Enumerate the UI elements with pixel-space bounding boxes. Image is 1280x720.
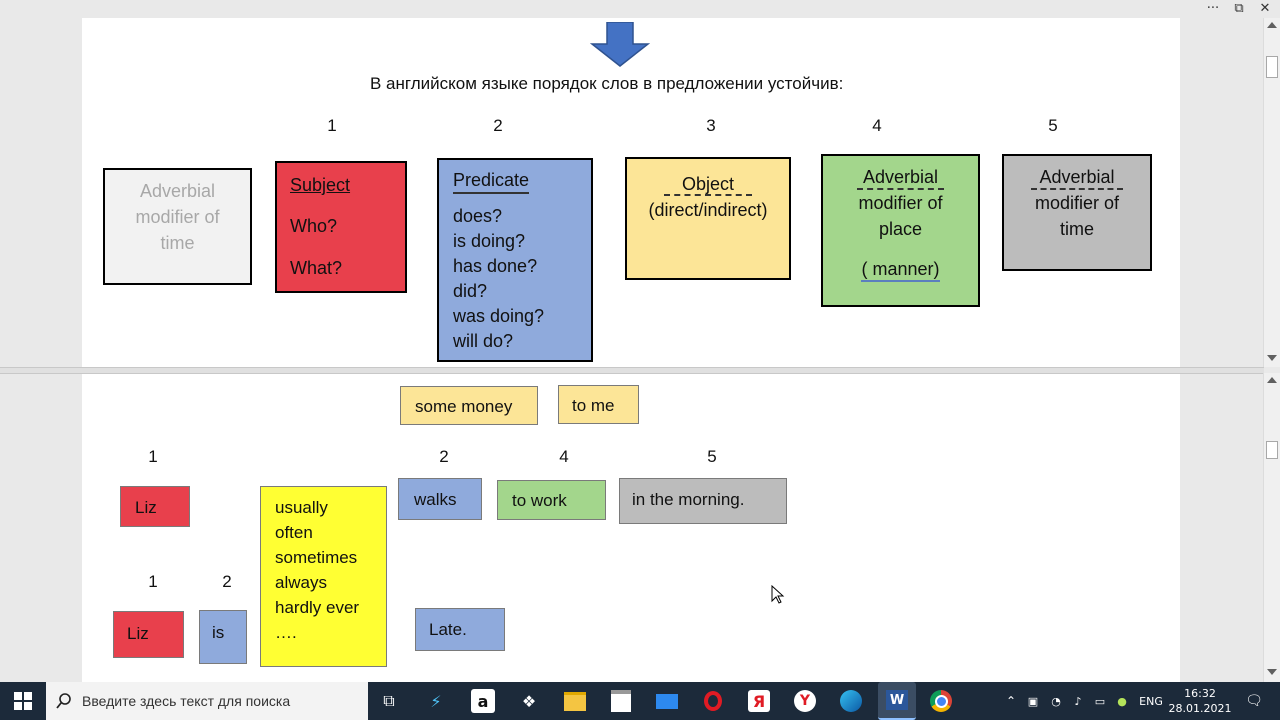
dropbox-icon[interactable]: ❖ — [521, 691, 537, 711]
scroll-up-icon[interactable] — [1267, 22, 1277, 28]
box-line: time — [1059, 219, 1094, 239]
clock[interactable]: 16:32 28.01.2021 — [1168, 682, 1232, 720]
task-view-icon[interactable]: ⧉ — [383, 691, 395, 710]
column-number: 2 — [493, 116, 503, 135]
box-line: time — [160, 233, 195, 253]
yandex-browser-icon[interactable]: Y — [790, 686, 820, 716]
mouse-cursor-icon — [771, 585, 785, 604]
clock-time: 16:32 — [1184, 687, 1216, 700]
language-indicator[interactable]: ENG — [1139, 694, 1163, 708]
box-line: is doing? — [453, 231, 526, 251]
taskbar: Введите здесь текст для поиска ⧉ ⚡ a ❖ Я… — [0, 682, 1280, 720]
box-line: has done? — [453, 256, 538, 276]
late-tag[interactable]: Late. — [415, 608, 505, 651]
position-number: 5 — [707, 447, 717, 466]
frequency-item: always — [275, 573, 327, 592]
store-icon[interactable] — [606, 686, 636, 716]
vertical-scrollbar-bottom[interactable] — [1263, 373, 1280, 682]
box-line: Who? — [290, 216, 338, 236]
walks-tag[interactable]: walks — [398, 478, 482, 520]
split-pane-divider[interactable] — [0, 367, 1264, 374]
some-money-tag[interactable]: some money — [400, 386, 538, 425]
battery-icon[interactable]: ▭ — [1094, 694, 1106, 708]
scroll-thumb[interactable] — [1266, 56, 1278, 78]
adverbial-time-title: Adverbial — [1031, 166, 1123, 190]
mail-icon[interactable] — [652, 686, 682, 716]
tray-app-icon[interactable]: ▣ — [1027, 694, 1039, 708]
column-number: 3 — [706, 116, 716, 135]
position-number: 2 — [439, 447, 449, 466]
tray-chevron-icon[interactable]: ⌃ — [1005, 694, 1017, 708]
lightning-app-icon[interactable]: ⚡ — [430, 691, 442, 711]
liz-tag[interactable]: Liz — [120, 486, 190, 527]
search-placeholder: Введите здесь текст для поиска — [82, 693, 291, 709]
adverbial-place-box: Adverbial modifier of place ( manner) — [821, 154, 980, 307]
scroll-down-icon[interactable] — [1267, 669, 1277, 675]
position-number: 1 — [148, 447, 158, 466]
adverbial-place-title: Adverbial — [856, 166, 945, 190]
search-icon — [56, 693, 71, 709]
to-work-tag[interactable]: to work — [497, 480, 606, 520]
object-box: Object (direct/indirect) — [625, 157, 791, 280]
to-me-tag[interactable]: to me — [558, 385, 639, 424]
page-heading: В английском языке порядок слов в предло… — [370, 74, 844, 93]
is-tag[interactable]: is — [199, 610, 247, 664]
predicate-box: Predicate does? is doing? has done? did?… — [437, 158, 593, 362]
box-line: did? — [453, 281, 488, 301]
box-line: Adverbial — [139, 181, 216, 201]
frequency-item: often — [275, 523, 313, 542]
wifi-icon[interactable]: ◔ — [1051, 694, 1061, 708]
subject-box: Subject Who? What? — [275, 161, 407, 293]
edge-icon[interactable] — [836, 686, 866, 716]
word-icon[interactable]: W — [878, 682, 916, 720]
adverbial-time-left-box: Adverbial modifier of time — [103, 168, 252, 285]
scroll-thumb[interactable] — [1266, 441, 1278, 459]
opera-icon[interactable] — [698, 686, 728, 716]
adverbial-time-box: Adverbial modifier of time — [1002, 154, 1152, 271]
windows-start-icon[interactable] — [8, 686, 38, 716]
yandex-icon[interactable]: Я — [748, 690, 770, 712]
column-number: 4 — [872, 116, 882, 135]
in-the-morning-tag[interactable]: in the morning. — [619, 478, 787, 524]
frequency-item: sometimes — [275, 548, 358, 567]
box-line: was doing? — [453, 306, 545, 326]
down-arrow-icon — [590, 22, 650, 67]
amazon-icon[interactable]: a — [471, 689, 495, 713]
more-options-icon[interactable]: ··· — [1206, 1, 1220, 16]
volume-icon[interactable]: ♪ — [1074, 694, 1082, 708]
position-number: 4 — [559, 447, 569, 466]
position-number: 2 — [222, 572, 232, 591]
box-line: does? — [453, 206, 503, 226]
vertical-scrollbar-top[interactable] — [1263, 18, 1280, 367]
frequency-item: usually — [275, 498, 328, 517]
position-number: 1 — [148, 572, 158, 591]
column-number: 1 — [327, 116, 337, 135]
box-line: (direct/indirect) — [648, 200, 768, 220]
box-line: will do? — [453, 331, 514, 351]
manner-label: ( manner) — [861, 258, 940, 282]
scroll-up-icon[interactable] — [1267, 377, 1277, 383]
box-line: modifier of — [1034, 193, 1120, 213]
file-explorer-icon[interactable] — [560, 686, 590, 716]
restore-window-icon[interactable]: ⧉ — [1234, 1, 1244, 16]
clock-date: 28.01.2021 — [1168, 702, 1232, 715]
frequency-item: hardly ever — [275, 598, 360, 617]
chrome-icon[interactable] — [926, 686, 956, 716]
box-line: modifier of — [135, 207, 220, 227]
scroll-down-icon[interactable] — [1267, 355, 1277, 361]
box-line: What? — [290, 258, 343, 278]
status-icon[interactable]: ● — [1117, 694, 1127, 708]
predicate-title: Predicate — [453, 168, 530, 194]
box-line: place — [878, 219, 923, 239]
liz-tag-2[interactable]: Liz — [113, 611, 184, 658]
notifications-icon[interactable]: 🗨 — [1245, 693, 1263, 709]
column-number: 5 — [1048, 116, 1058, 135]
close-window-icon[interactable]: ✕ — [1259, 1, 1271, 16]
frequency-adverbs-box[interactable]: usually often sometimes always hardly ev… — [260, 486, 387, 667]
taskbar-search-box[interactable]: Введите здесь текст для поиска — [46, 682, 368, 720]
frequency-item: …. — [275, 623, 297, 642]
box-line: modifier of — [858, 193, 943, 213]
object-title: Object — [663, 174, 753, 196]
subject-title: Subject — [290, 175, 351, 195]
